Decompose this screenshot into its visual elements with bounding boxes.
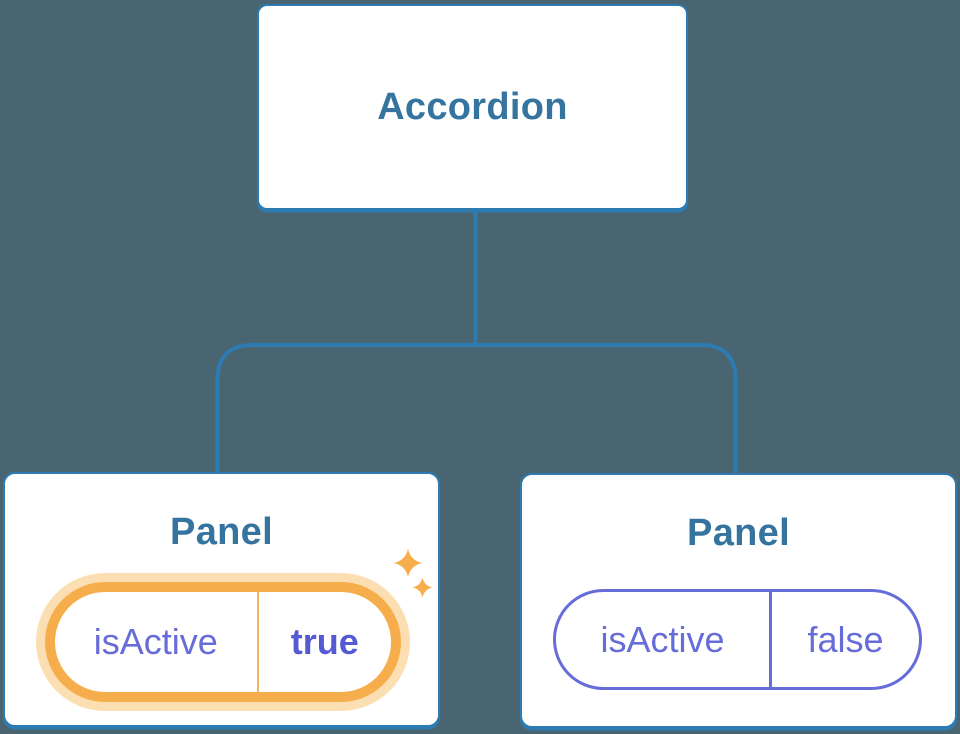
pill-divider — [256, 592, 259, 692]
connector-branch — [215, 343, 738, 478]
sparkle-icon-small — [412, 577, 433, 598]
state-value: false — [807, 618, 884, 660]
state-pill-active: isActive true — [45, 582, 401, 702]
panel-node-active: Panel isActive true — [3, 472, 440, 727]
sparkle-icon-large — [393, 548, 423, 578]
accordion-label: Accordion — [377, 85, 568, 128]
state-prop-label: isActive — [93, 621, 218, 662]
pill-divider — [769, 592, 773, 687]
state-value: true — [290, 621, 359, 662]
state-pill-inactive: isActive false — [553, 589, 922, 690]
accordion-node: Accordion — [257, 4, 688, 210]
panel-title-inactive: Panel — [687, 512, 790, 554]
panel-node-inactive: Panel isActive false — [520, 473, 957, 728]
state-prop-label: isActive — [600, 618, 725, 660]
panel-title-active: Panel — [170, 511, 273, 553]
